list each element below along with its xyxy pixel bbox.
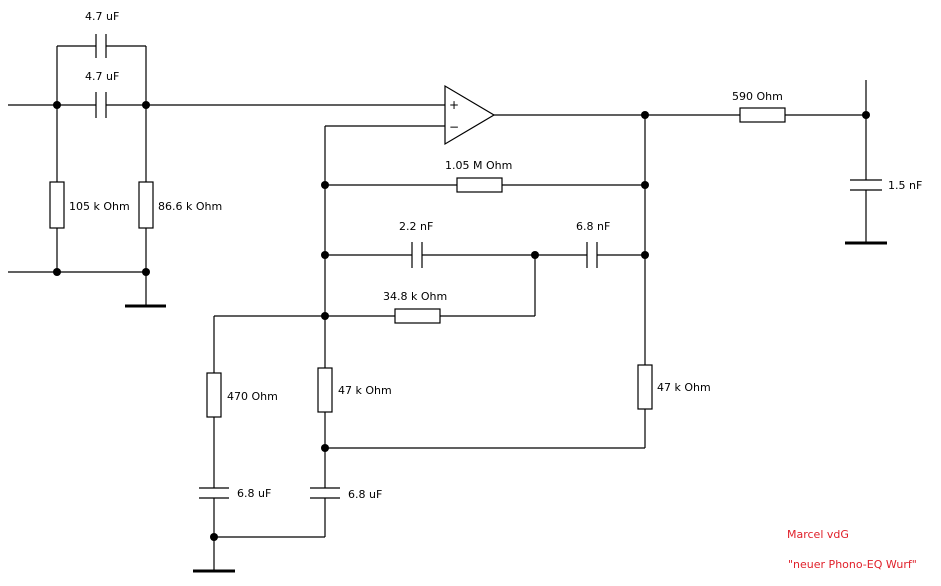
input-network: [8, 34, 445, 308]
label-c-6-8u-right: 6.8 uF: [348, 488, 382, 501]
node: [531, 251, 539, 259]
label-c-in-mid: 4.7 uF: [85, 70, 119, 83]
label-r-47k-right: 47 k Ohm: [657, 381, 711, 394]
node: [641, 181, 649, 189]
resistor-47k-right: [637, 364, 653, 410]
author-credit: Marcel vdG: [787, 528, 849, 541]
resistor-86-6k: [138, 181, 154, 229]
resistor-34-8k: [394, 308, 441, 324]
label-r-470: 470 Ohm: [227, 390, 278, 403]
resistor-470: [206, 372, 222, 418]
op-amp-minus-sign: −: [449, 120, 459, 134]
capacitor-6-8u-left: [199, 487, 229, 499]
label-r-590: 590 Ohm: [732, 90, 783, 103]
node: [142, 101, 150, 109]
capacitor-6-8u-right: [310, 487, 340, 499]
output-filter: [645, 80, 887, 245]
node: [641, 251, 649, 259]
node: [862, 111, 870, 119]
node: [53, 101, 61, 109]
label-r-34-8k: 34.8 k Ohm: [383, 290, 447, 303]
label-r-1-05m: 1.05 M Ohm: [445, 159, 512, 172]
label-c-6-8u-left: 6.8 uF: [237, 487, 271, 500]
node: [321, 251, 329, 259]
label-r-47k-left: 47 k Ohm: [338, 384, 392, 397]
node: [53, 268, 61, 276]
label-c-1-5n: 1.5 nF: [888, 179, 922, 192]
node: [142, 268, 150, 276]
drawing-title: "neuer Phono-EQ Wurf": [788, 558, 917, 571]
label-c-2-2n: 2.2 nF: [399, 220, 433, 233]
label-r-105k: 105 k Ohm: [69, 200, 130, 213]
capacitor-6-8n: [586, 242, 598, 268]
node: [321, 444, 329, 452]
resistor-590: [739, 107, 786, 123]
op-amp-plus-sign: +: [449, 98, 459, 112]
capacitor-in-mid: [95, 92, 107, 118]
resistor-47k-left: [317, 367, 333, 413]
label-r-86-6k: 86.6 k Ohm: [158, 200, 222, 213]
resistor-105k: [49, 181, 65, 229]
component-labels: 4.7 uF 4.7 uF 105 k Ohm 86.6 k Ohm 1.05 …: [69, 10, 922, 501]
resistor-1-05m: [456, 177, 503, 193]
label-c-6-8n: 6.8 nF: [576, 220, 610, 233]
capacitor-in-top: [95, 34, 107, 58]
capacitor-2-2n: [411, 242, 423, 268]
label-c-in-top: 4.7 uF: [85, 10, 119, 23]
feedback-network: [193, 111, 653, 573]
node: [321, 181, 329, 189]
node: [210, 533, 218, 541]
node: [321, 312, 329, 320]
op-amp: + −: [325, 84, 645, 146]
capacitor-1-5n: [850, 179, 882, 191]
